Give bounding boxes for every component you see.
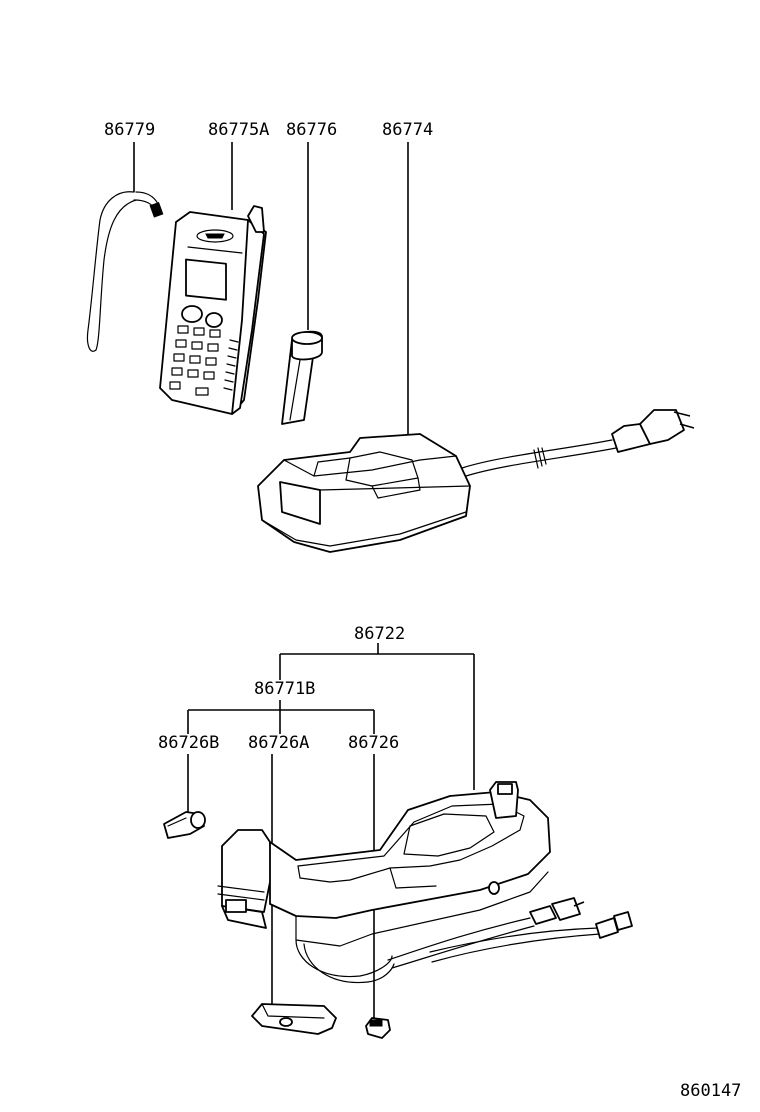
diagram-code: 860147 bbox=[680, 1081, 741, 1101]
label-handset: 86775A bbox=[208, 120, 269, 140]
strap-part bbox=[86, 191, 164, 352]
label-bracket-assy: 86722 bbox=[354, 624, 405, 644]
power-cord bbox=[461, 409, 695, 477]
clip-part bbox=[365, 1017, 391, 1039]
bracket-cables bbox=[295, 897, 633, 984]
label-charger: 86774 bbox=[382, 120, 433, 140]
handset-part bbox=[159, 205, 267, 415]
label-strap: 86779 bbox=[104, 120, 155, 140]
label-part-a: 86726A bbox=[248, 733, 309, 753]
charger-part bbox=[257, 433, 471, 553]
battery-part bbox=[281, 330, 323, 425]
bracket-part bbox=[217, 781, 551, 947]
label-battery: 86776 bbox=[286, 120, 337, 140]
cover-part-a bbox=[251, 1003, 337, 1035]
label-part: 86726 bbox=[348, 733, 399, 753]
label-bracket-sub: 86771B bbox=[254, 679, 315, 699]
clip-part-b bbox=[163, 811, 206, 839]
leader-lines-top bbox=[133, 142, 409, 438]
label-part-b: 86726B bbox=[158, 733, 219, 753]
